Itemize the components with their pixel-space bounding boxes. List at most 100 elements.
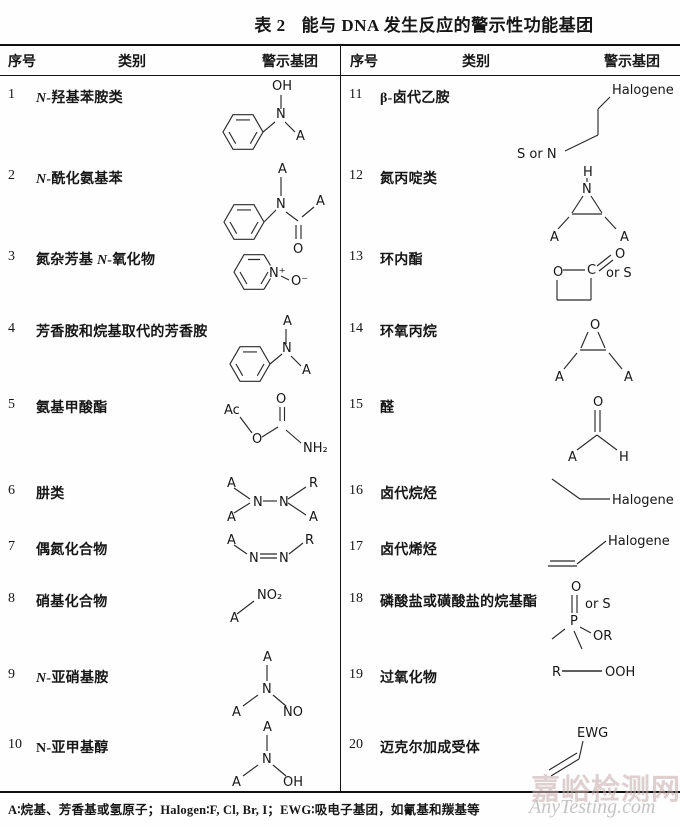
row-number: 17: [349, 539, 363, 554]
atom-label: A: [550, 230, 559, 245]
atom-label: Halogene: [612, 83, 674, 98]
atom-label: R: [305, 533, 314, 548]
atom-label: NO: [283, 705, 303, 720]
row-category: 偶氮化合物: [36, 543, 108, 558]
atom-label: N: [276, 197, 286, 212]
structure-alkyl-halide: Halogene: [551, 478, 674, 508]
row-number: 12: [349, 168, 363, 183]
atom-label: EWG: [577, 726, 608, 741]
row-category: 芳香胺和烷基取代的芳香胺: [36, 325, 208, 340]
atom-label: O: [293, 242, 303, 255]
bonds: [557, 178, 617, 230]
bonds: [223, 177, 315, 240]
row-category: 氮丙啶类: [380, 172, 438, 187]
atom-label: A: [555, 370, 564, 385]
atom-label: A: [263, 720, 272, 735]
bonds: [233, 486, 307, 516]
row-number: 7: [8, 539, 15, 554]
structure-pyridine-n-oxide: N⁺ O⁻: [233, 254, 308, 290]
structure-n-methylol: A N A OH: [232, 720, 303, 790]
row-number: 4: [8, 321, 15, 336]
row-number: 15: [349, 397, 363, 412]
atom-label: N⁺: [269, 266, 286, 281]
bonds: [233, 542, 304, 559]
atom-label: N: [279, 495, 289, 510]
bonds: [551, 478, 610, 500]
row-number: 6: [8, 483, 15, 498]
header-group-left: 警示基团: [262, 55, 318, 70]
atom-label: S or N: [517, 147, 557, 162]
atom-label: Halogene: [612, 493, 674, 508]
atom-label: O: [553, 265, 563, 280]
atom-label: A: [296, 129, 305, 144]
atom-label: O: [615, 247, 625, 262]
table-title-label: 表 2: [254, 16, 286, 35]
atom-label: A: [227, 510, 236, 524]
structure-n-nitrosamine: A N A NO: [232, 650, 303, 720]
atom-label: A: [620, 230, 629, 245]
structure-aziridine: H N A A: [550, 165, 629, 245]
atom-label: O: [252, 432, 262, 447]
bonds: [242, 665, 287, 707]
atom-label: R: [552, 665, 561, 680]
row-number: 3: [8, 249, 15, 264]
atom-label: A: [278, 162, 287, 177]
row-number: 14: [349, 321, 363, 336]
table-footnote: A∶烷基、芳香基或氢原子；Halogen∶F, Cl, Br, I；EWG∶吸电…: [8, 803, 480, 817]
atom-label: N: [279, 551, 289, 566]
atom-label: NH₂: [303, 441, 328, 456]
atom-label: A: [624, 370, 633, 385]
row-number: 18: [349, 591, 363, 606]
row-category: 硝基化合物: [36, 595, 108, 610]
bonds: [548, 540, 607, 567]
atom-label: N: [262, 752, 272, 767]
bonds: [239, 407, 302, 444]
atom-label: O: [571, 580, 581, 595]
atom-label: P: [570, 614, 578, 629]
atom-label: A: [568, 450, 577, 465]
atom-label: A: [232, 775, 241, 790]
atom-label: NO₂: [257, 588, 282, 603]
row-number: 9: [8, 667, 15, 682]
row-number: 13: [349, 249, 363, 264]
atom-label: O: [590, 318, 600, 333]
atom-label: C: [587, 263, 596, 278]
atom-label: O: [276, 392, 286, 407]
row-number: 11: [349, 87, 363, 102]
atom-label: OH: [283, 775, 303, 790]
row-category: N-亚硝基胺: [36, 671, 109, 686]
structure-aromatic-amine: A N A: [229, 314, 311, 382]
bonds: [233, 254, 290, 290]
structure-aldehyde: O A H: [568, 395, 629, 465]
bonds: [236, 600, 255, 615]
bonds: [563, 331, 623, 370]
header-group-right: 警示基团: [604, 55, 660, 70]
row-number: 1: [8, 87, 15, 102]
atom-label: or S: [585, 597, 611, 612]
structure-beta-halo-ethylamine: Halogene S or N: [517, 83, 674, 162]
row-number: 5: [8, 397, 15, 412]
structure-hydrazine: A A N N R A: [227, 476, 318, 524]
header-num-left: 序号: [8, 55, 36, 70]
atom-label: A: [309, 510, 318, 524]
atom-label: A: [263, 650, 272, 665]
row-category: N-亚甲基醇: [36, 741, 109, 756]
atom-label: Ac: [224, 403, 240, 418]
structure-alkenyl-halide: Halogene: [548, 534, 670, 567]
structure-phosphate-ester: O or S P OR: [551, 580, 612, 650]
bonds: [222, 95, 296, 150]
atom-label: N: [253, 495, 263, 510]
structure-michael-acceptor: EWG: [548, 726, 608, 777]
bonds: [229, 329, 302, 382]
structure-azo-compound: A N N R: [227, 533, 314, 566]
atom-label: OR: [593, 629, 612, 644]
bonds: [551, 595, 592, 650]
atom-label: N: [262, 682, 272, 697]
table-bottom-rule: [0, 791, 680, 793]
header-category-left: 类别: [118, 55, 146, 70]
atom-label: O: [593, 395, 603, 410]
row-category: 氮杂芳基 N-氧化物: [36, 253, 156, 268]
row-category: 卤代烷烃: [380, 487, 438, 502]
structure-n-acylaminobenzene: A N O A: [223, 162, 325, 255]
